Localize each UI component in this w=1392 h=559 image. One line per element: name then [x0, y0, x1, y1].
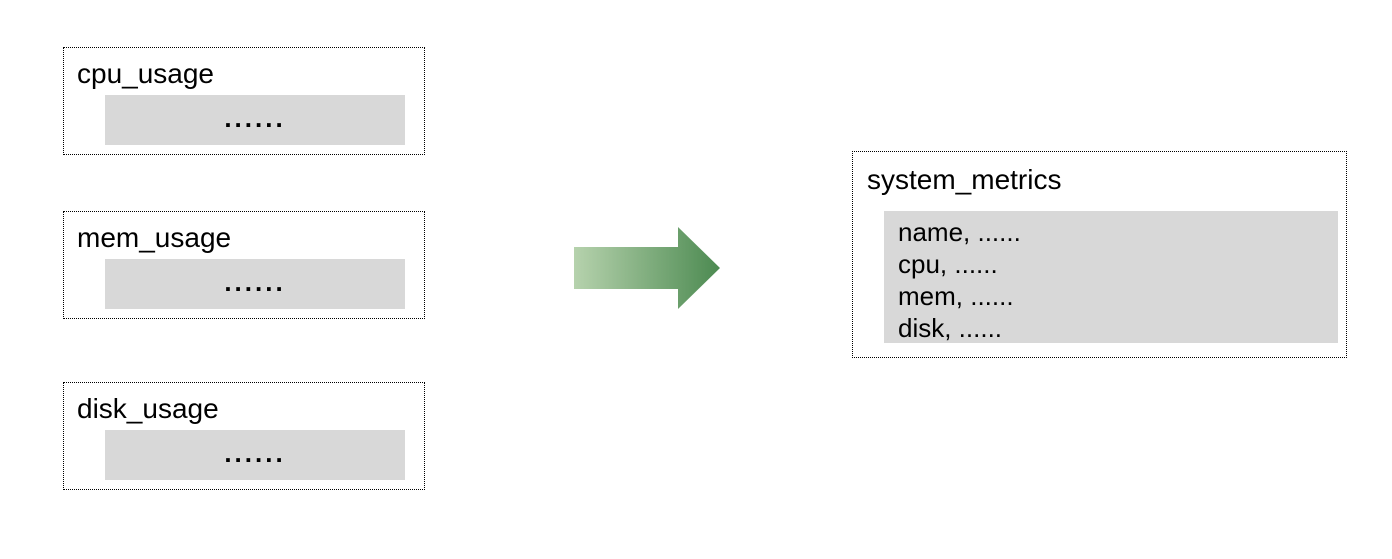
field-row: mem, ......: [898, 281, 1014, 311]
data-rows-placeholder: ......: [105, 259, 405, 309]
source-box-mem-usage: mem_usage ......: [63, 211, 425, 319]
placeholder-dots: ......: [224, 103, 286, 133]
source-box-title: mem_usage: [77, 222, 232, 253]
target-box-title: system_metrics: [867, 164, 1062, 195]
field-list-panel: name, ...... cpu, ...... mem, ...... dis…: [884, 211, 1338, 343]
placeholder-dots: ......: [224, 438, 286, 468]
field-row: disk, ......: [898, 313, 1003, 343]
source-box-disk-usage: disk_usage ......: [63, 382, 425, 490]
placeholder-dots: ......: [224, 267, 286, 297]
source-box-title: cpu_usage: [77, 58, 215, 89]
target-box-system-metrics: system_metrics name, ...... cpu, ...... …: [852, 151, 1347, 358]
source-box-cpu-usage: cpu_usage ......: [63, 47, 425, 155]
field-row: cpu, ......: [898, 249, 998, 279]
data-rows-placeholder: ......: [105, 95, 405, 145]
data-rows-placeholder: ......: [105, 430, 405, 480]
merge-arrow-icon: [574, 227, 720, 309]
source-box-title: disk_usage: [77, 393, 219, 424]
field-row: name, ......: [898, 217, 1021, 247]
